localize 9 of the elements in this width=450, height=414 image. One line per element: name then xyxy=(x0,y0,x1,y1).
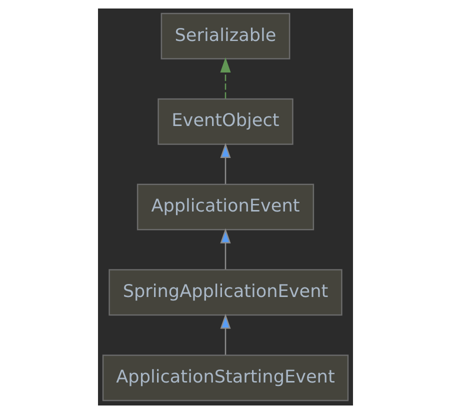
node-box: SpringApplicationEvent xyxy=(108,269,342,316)
arrow xyxy=(220,228,230,270)
node-box: ApplicationEvent xyxy=(136,184,314,230)
arrow xyxy=(220,142,230,184)
arrow xyxy=(220,57,230,99)
node-box: Serializable xyxy=(160,12,290,60)
arrow xyxy=(220,314,230,355)
node-box: EventObject xyxy=(157,98,293,145)
node-box: ApplicationStartingEvent xyxy=(102,354,348,402)
